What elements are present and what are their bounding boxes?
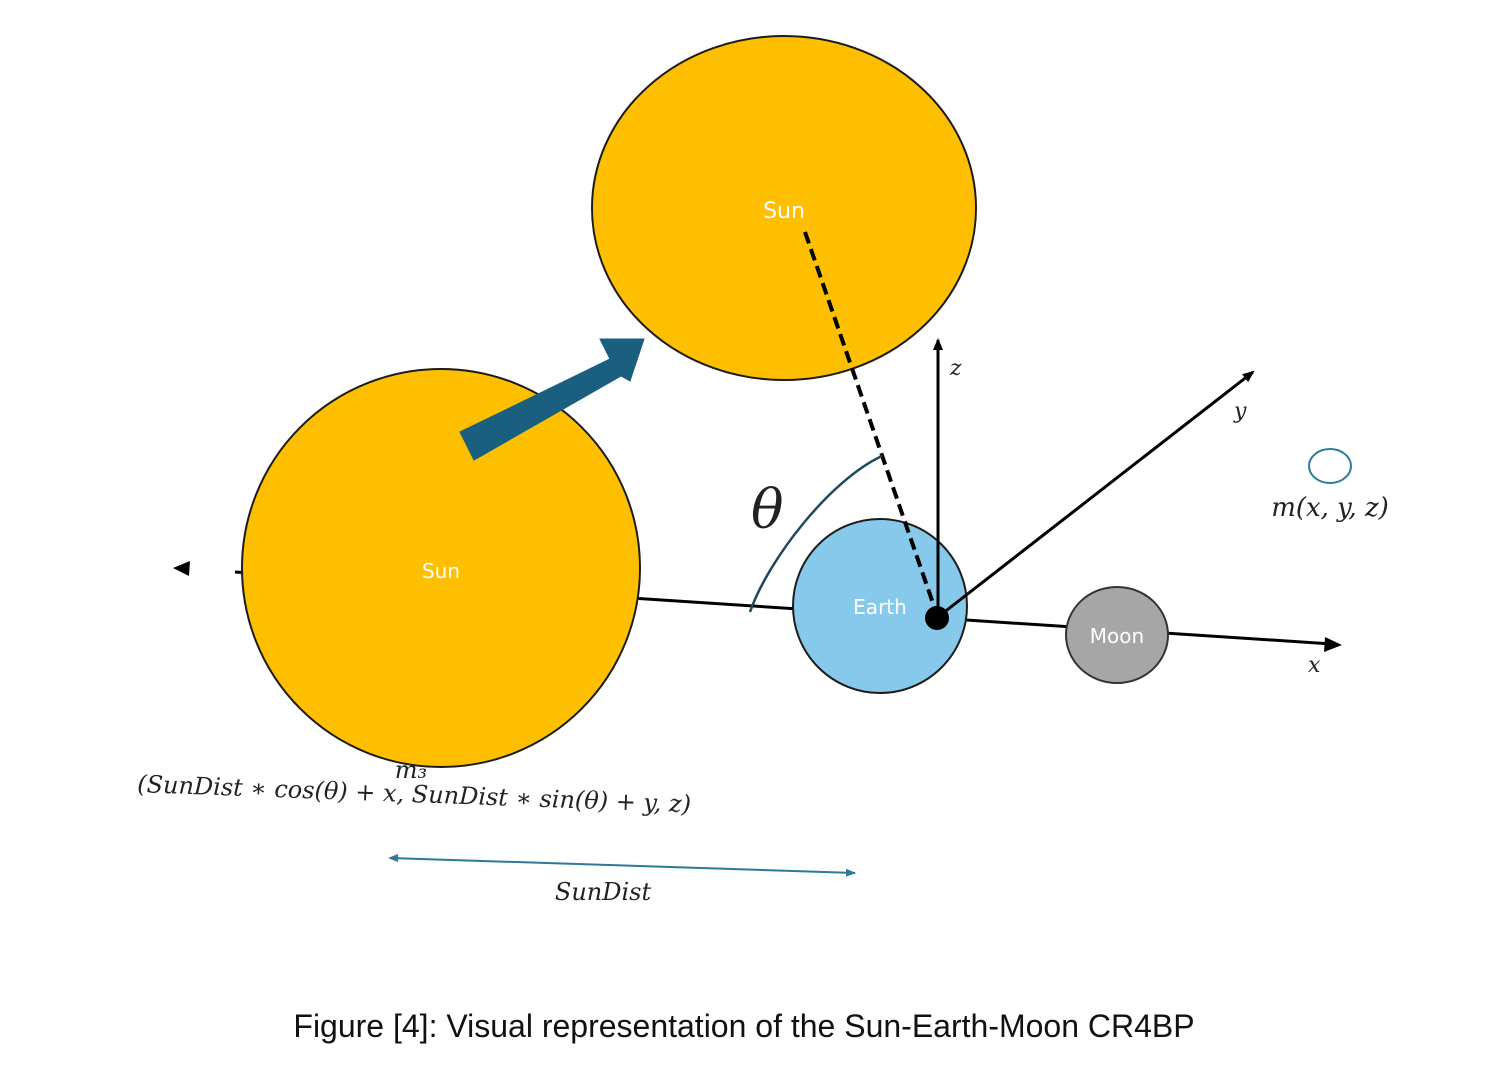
z-axis-label: z <box>949 356 962 381</box>
displacement-arrow <box>459 338 645 461</box>
moon-label: Moon <box>1090 624 1144 648</box>
sun-original-label: Sun <box>422 559 460 583</box>
figure-caption: Figure [4]: Visual representation of the… <box>293 1008 1195 1044</box>
earth <box>792 518 968 694</box>
sun-moved-label: Sun <box>763 199 805 224</box>
moon <box>1065 586 1169 684</box>
x-axis-right-arrowhead <box>1324 637 1342 652</box>
test-mass <box>1308 448 1352 484</box>
theta-label: θ <box>751 478 784 541</box>
sun-origin-dashed-line <box>803 231 938 613</box>
x-axis-left-arrowhead <box>173 561 190 576</box>
sun-moved <box>591 35 977 381</box>
m3-label: m₃ <box>395 756 427 784</box>
theta-arc <box>748 454 883 613</box>
test-mass-label: m(x, y, z) <box>1271 493 1389 523</box>
sundist-label: SunDist <box>555 878 652 906</box>
earth-label: Earth <box>853 595 907 619</box>
x-axis-label: x <box>1308 653 1321 678</box>
y-axis-label: y <box>1233 399 1247 424</box>
sundist-left-arrowhead <box>388 854 398 862</box>
origin-point <box>925 606 949 630</box>
y-axis-line <box>937 370 1255 619</box>
sundist-line <box>389 857 856 877</box>
sun-original <box>241 368 641 768</box>
